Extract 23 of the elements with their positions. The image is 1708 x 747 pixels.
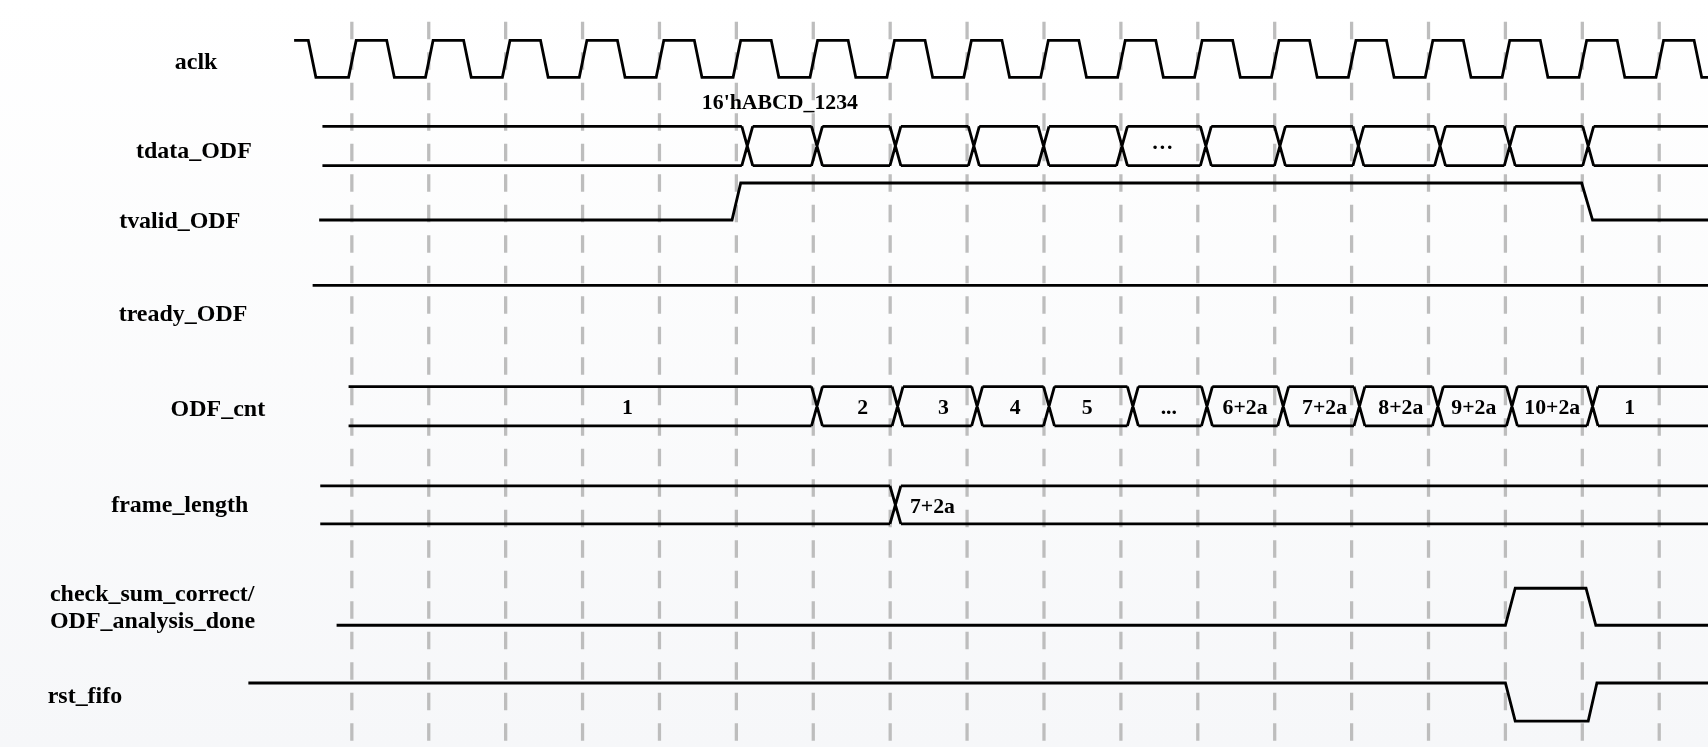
bus-value: 7+2a	[1302, 394, 1348, 420]
signal-name: ODF_cnt	[170, 394, 266, 423]
bus-value: ...	[1160, 394, 1177, 420]
signal-name: aclk	[174, 47, 218, 75]
signal-name: rst_fifo	[47, 681, 123, 709]
bus-value: 6+2a	[1222, 394, 1268, 420]
signal-name: tvalid_ODF	[119, 206, 241, 234]
bus-value: 7+2a	[909, 492, 955, 518]
bus-value: 8+2a	[1378, 394, 1424, 420]
bus-value: 1	[622, 394, 633, 420]
bus-value: …	[1151, 129, 1174, 155]
bus-value: 3	[937, 394, 949, 420]
bus-value: 1	[1624, 394, 1636, 420]
signal-name: check_sum_correct/ ODF_analysis_done	[49, 579, 256, 635]
bus-value: 2	[857, 394, 869, 420]
signal-name: tready_ODF	[118, 298, 248, 327]
bus-value: 10+2a	[1524, 394, 1581, 420]
bus-value: 16'hABCD_1234	[701, 89, 858, 115]
bus-value: 4	[1009, 394, 1021, 420]
bus-value: 5	[1081, 394, 1093, 420]
signal-name: frame_length	[111, 490, 249, 519]
bus-value: 9+2a	[1451, 394, 1497, 420]
signal-name: tdata_ODF	[136, 136, 252, 165]
